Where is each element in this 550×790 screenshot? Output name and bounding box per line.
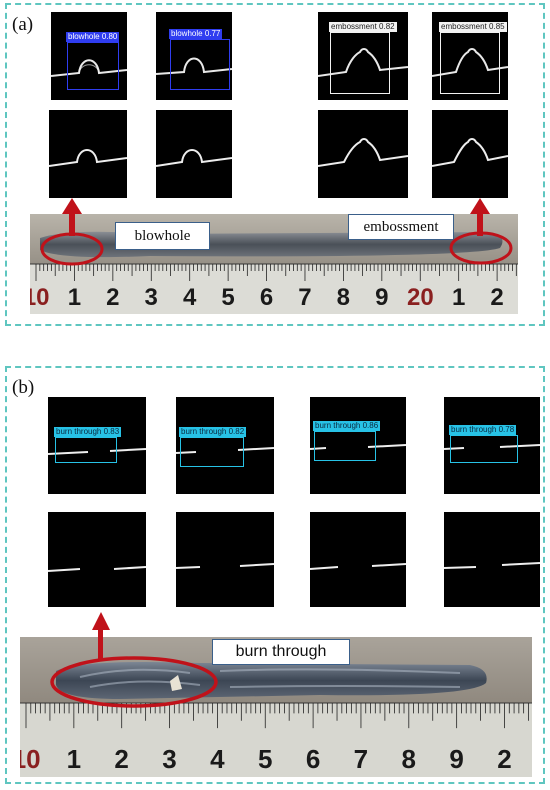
thumb-blowhole-raw-1 bbox=[49, 110, 127, 198]
ruler-number: 20 bbox=[407, 284, 434, 311]
ruler-number: 9 bbox=[449, 744, 464, 774]
ruler-number: 5 bbox=[257, 744, 273, 774]
weld-photo-b: burn through 10 1 2 3 4 5 6 7 8 9 2 bbox=[20, 637, 532, 777]
ruler-number: 1 bbox=[67, 284, 82, 311]
panel-b-label: (b) bbox=[12, 377, 35, 398]
ruler-a: 101234567892012 bbox=[30, 264, 518, 314]
ruler-number: 9 bbox=[375, 284, 389, 311]
thumb-burn-detected-2: burn through 0.82 bbox=[176, 397, 274, 494]
callout-blowhole: blowhole bbox=[115, 222, 210, 250]
bbox-burn-through: burn through 0.82 bbox=[179, 427, 247, 467]
callout-burn-through: burn through bbox=[212, 639, 350, 665]
thumb-blowhole-raw-2 bbox=[156, 110, 232, 198]
thumb-burn-raw-4 bbox=[444, 512, 540, 607]
panel-b bbox=[5, 366, 545, 784]
ruler-number: 10 bbox=[20, 744, 41, 774]
thumb-burn-raw-2 bbox=[176, 512, 274, 607]
annotation-arrows-a bbox=[40, 198, 513, 266]
bbox-blowhole: blowhole 0.80 bbox=[66, 32, 120, 90]
ruler-scale bbox=[35, 264, 517, 281]
thumb-embossment-detected-1: embossment 0.82 bbox=[318, 12, 408, 100]
ruler-number: 4 bbox=[182, 284, 197, 311]
ruler-number: 1 bbox=[66, 744, 82, 774]
panel-a bbox=[5, 3, 545, 326]
ruler-number: 8 bbox=[401, 744, 416, 774]
ruler-number: 6 bbox=[259, 284, 274, 311]
ruler-number: 3 bbox=[162, 744, 177, 774]
bbox-blowhole: blowhole 0.77 bbox=[169, 29, 230, 90]
ruler-number: 3 bbox=[144, 284, 158, 311]
ruler-number: 5 bbox=[221, 284, 235, 311]
ruler-number: 2 bbox=[497, 744, 512, 774]
ruler-number: 1 bbox=[451, 284, 466, 311]
ruler-number: 6 bbox=[305, 744, 321, 774]
thumb-burn-detected-1: burn through 0.83 bbox=[48, 397, 146, 494]
thumb-blowhole-detected-2: blowhole 0.77 bbox=[156, 12, 232, 100]
thumb-burn-raw-3 bbox=[310, 512, 406, 607]
weld-photo-a: blowhole embossment 101234567892012 bbox=[30, 214, 518, 314]
ruler-number: 7 bbox=[353, 744, 369, 774]
ruler-number: 7 bbox=[298, 284, 312, 311]
ruler-number: 10 bbox=[30, 284, 50, 311]
ruler-number: 4 bbox=[210, 744, 225, 774]
thumb-burn-detected-3: burn through 0.86 bbox=[310, 397, 406, 494]
bbox-embossment: embossment 0.85 bbox=[439, 22, 507, 94]
ruler-number: 2 bbox=[114, 744, 129, 774]
thumb-embossment-raw-1 bbox=[318, 110, 408, 198]
callout-embossment: embossment bbox=[348, 214, 454, 240]
bbox-embossment: embossment 0.82 bbox=[329, 22, 397, 94]
annotation-arrows-b bbox=[50, 612, 218, 708]
thumb-burn-raw-1 bbox=[48, 512, 146, 607]
thumb-embossment-raw-2 bbox=[432, 110, 508, 198]
bbox-burn-through: burn through 0.83 bbox=[54, 427, 122, 463]
ruler-number: 8 bbox=[336, 284, 351, 311]
panel-a-label: (a) bbox=[12, 14, 34, 35]
ruler-number: 2 bbox=[106, 284, 120, 311]
ruler-number: 2 bbox=[490, 284, 504, 311]
thumb-burn-detected-4: burn through 0.78 bbox=[444, 397, 540, 494]
bbox-burn-through: burn through 0.86 bbox=[313, 421, 381, 461]
bbox-burn-through: burn through 0.78 bbox=[449, 425, 518, 463]
thumb-blowhole-detected-1: blowhole 0.80 bbox=[51, 12, 127, 100]
thumb-embossment-detected-2: embossment 0.85 bbox=[432, 12, 508, 100]
